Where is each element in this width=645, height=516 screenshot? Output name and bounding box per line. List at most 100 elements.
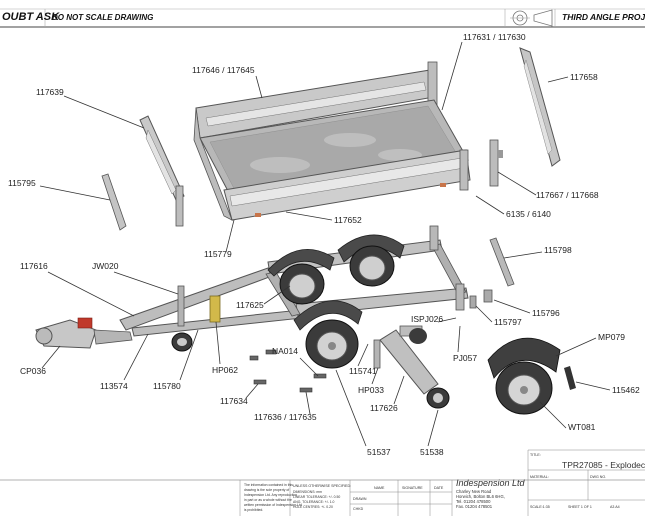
title-field-label: TITLE: <box>530 453 541 457</box>
leader-line <box>497 171 537 196</box>
leader-line <box>305 391 311 415</box>
leader-line <box>371 367 379 385</box>
part-label: 51538 <box>420 447 444 457</box>
part-label: 117667 / 117668 <box>536 190 599 200</box>
fitted-wheels <box>279 245 395 369</box>
company-address-line: Horwich, Bolton BL6 6HG, <box>456 494 505 499</box>
leader-line <box>437 317 457 323</box>
fitted-mudguards <box>267 234 405 331</box>
part-label: 115797 <box>494 317 522 327</box>
leader-line <box>255 75 263 99</box>
part-label: 51537 <box>367 447 391 457</box>
leader-line <box>299 357 319 377</box>
company-address-line: Tel. 01204 478500 <box>456 499 491 504</box>
column-signature: SIGNATURE <box>402 486 423 490</box>
leader-line <box>547 76 569 83</box>
title-block-text: The information contained in thisdrawing… <box>244 453 645 512</box>
rear-bracket <box>489 237 515 287</box>
leader-line <box>441 41 463 111</box>
leader-line <box>215 321 221 365</box>
brake-arm-assembly <box>373 325 450 409</box>
tolerance-line: DIMENSIONS: mm <box>293 490 322 494</box>
leader-line <box>285 211 333 221</box>
leader-line <box>503 251 543 259</box>
dwg-number-label: DWG NO. <box>590 475 606 479</box>
tolerance-line: HOLE CENTRES: +/- 0.20 <box>293 505 333 509</box>
part-label: 117634 <box>220 396 248 406</box>
leader-line <box>393 375 405 405</box>
leader-line <box>47 271 135 317</box>
left-side-panel <box>139 115 185 227</box>
part-label: WT081 <box>568 422 596 432</box>
copyright-note-line: written permission of Indespension Ltd <box>244 503 302 507</box>
copyright-note-line: The information contained in this <box>244 483 293 487</box>
column-name: NAME <box>374 486 385 490</box>
rear-clip-small <box>469 295 477 309</box>
part-label: 115462 <box>612 385 640 395</box>
leader-line <box>357 343 369 367</box>
leader-line <box>179 329 199 381</box>
tolerance-line: ANG. TOLERANCE: +/- 1.0 <box>293 500 335 504</box>
part-label: 117658 <box>570 72 598 82</box>
third-angle-projection-icon <box>510 9 553 27</box>
leader-line <box>245 383 259 399</box>
leader-line <box>263 285 291 305</box>
part-label: HP033 <box>358 385 384 395</box>
jockey-wheel <box>171 332 193 352</box>
leader-line <box>475 195 505 215</box>
tolerance-line: LINEAR TOLERANCE: +/- 0.50 <box>293 495 340 499</box>
trailer-body <box>193 61 471 221</box>
coupling-head <box>35 317 133 349</box>
leader-line <box>39 185 111 201</box>
part-label: HP062 <box>212 365 238 375</box>
part-label: 117646 / 117645 <box>192 65 255 75</box>
part-label: 113574 <box>100 381 128 391</box>
leader-line <box>41 345 61 369</box>
copyright-note-line: is prohibited. <box>244 508 263 512</box>
part-label: 117639 <box>36 87 64 97</box>
tailgate-panel <box>519 47 561 167</box>
reflector-115462 <box>564 366 576 390</box>
part-labels: 117631 / 117630 117646 / 117645 117658 1176… <box>8 32 640 457</box>
leader-line <box>225 219 235 253</box>
part-label: JW020 <box>92 261 119 271</box>
part-label: 115796 <box>532 308 560 318</box>
part-label: 115741 <box>349 366 377 376</box>
part-label: 117652 <box>334 215 362 225</box>
scale-note: DO NOT SCALE DRAWING <box>52 13 154 22</box>
column-date: DATE <box>434 486 444 490</box>
leader-line <box>575 381 611 391</box>
leader-line <box>555 337 597 357</box>
part-label: 117626 <box>370 403 398 413</box>
tolerance-header: UNLESS OTHERWISE SPECIFIED: <box>293 484 351 488</box>
sheet-value: SHEET 1 OF 1 <box>568 505 592 509</box>
leader-line <box>335 369 367 447</box>
part-label: MP079 <box>598 332 625 342</box>
paper-size: A3 A4 <box>610 505 620 509</box>
part-label: 115798 <box>544 245 572 255</box>
part-label: 115795 <box>8 178 36 188</box>
part-label: NA014 <box>272 346 298 356</box>
part-label: 6135 / 6140 <box>506 209 551 219</box>
scale-value: SCALE:1:35 <box>530 505 550 509</box>
company-name: Indespension Ltd <box>456 478 526 488</box>
damper-hp062 <box>209 295 221 323</box>
spare-wheel <box>495 361 553 415</box>
small-fixings <box>249 349 327 393</box>
leader-line <box>427 409 439 447</box>
part-label: 117631 / 117630 <box>463 32 526 42</box>
part-label: 115780 <box>153 381 181 391</box>
leader-line <box>493 299 531 314</box>
part-label: ISPJ026 <box>411 314 443 324</box>
header-left-text: OUBT ASK <box>2 11 60 23</box>
company-address-line: Fax. 01204 478501 <box>456 504 493 509</box>
signature-row-label: CHKD <box>353 507 364 511</box>
copyright-note-line: Indespension Ltd. Any reproduction <box>244 493 297 497</box>
part-label: 117636 / 117635 <box>254 412 317 422</box>
leader-line <box>539 401 567 429</box>
leader-line <box>113 271 179 295</box>
part-label: 117616 <box>20 261 48 271</box>
company-address-line: Charley New Road <box>456 489 492 494</box>
side-bracket <box>101 173 127 231</box>
